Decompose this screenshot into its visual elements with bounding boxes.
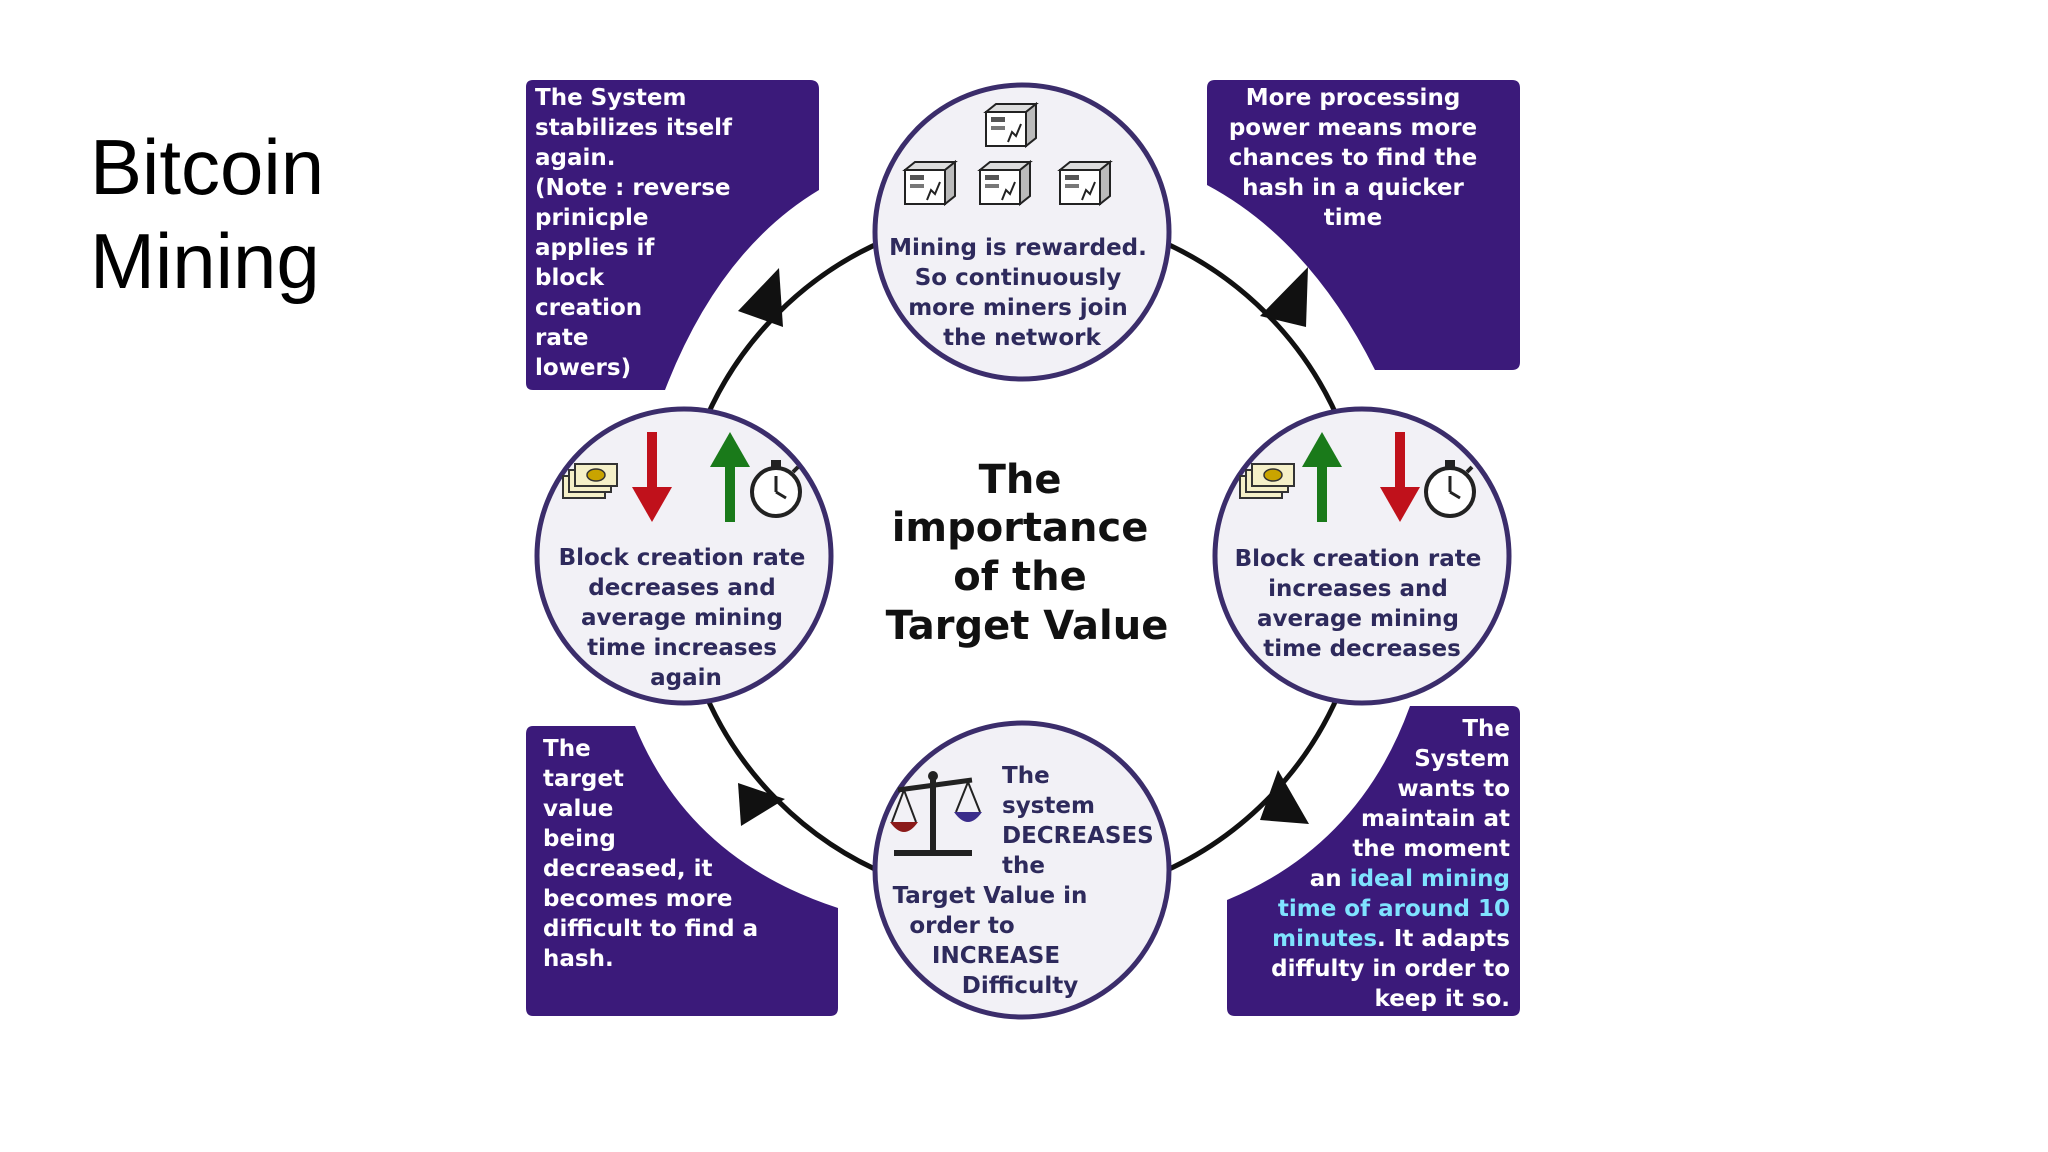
right-circle-text: Block creation rate increases and averag… <box>1235 546 1490 662</box>
up-arrow-icon <box>710 432 750 522</box>
top-circle-line: the network <box>943 325 1101 351</box>
bottom-circle-side-line: system <box>1002 793 1095 819</box>
bottom-circle-side-line: The <box>1002 763 1050 789</box>
bottom-circle <box>872 720 1172 1020</box>
right-circle-line: time decreases <box>1263 636 1461 662</box>
top-right-box <box>1207 80 1520 370</box>
server-icon <box>985 103 1037 147</box>
bottom-right-box-highlight: ideal mining time of around 10 minutes <box>1272 866 1510 952</box>
slide-title-line1: Bitcoin <box>90 123 325 211</box>
bottom-right-box <box>1227 706 1520 1016</box>
top-circle-line: more miners join <box>908 295 1128 321</box>
bottom-circle-line: Difficulty <box>962 973 1079 999</box>
money-stack-icon <box>562 463 618 499</box>
right-circle-line: average mining <box>1257 606 1459 632</box>
left-circle-line: average mining <box>581 605 783 631</box>
right-circle-line: increases and <box>1268 576 1448 602</box>
left-circle-line: Block creation rate <box>559 545 806 571</box>
balance-scale-icon <box>890 771 982 856</box>
top-circle-line: Mining is rewarded. <box>889 235 1147 261</box>
center-title-line: importance <box>892 505 1149 551</box>
bottom-circle-side-line: DECREASES <box>1002 823 1154 849</box>
right-circle-line: Block creation rate <box>1235 546 1482 572</box>
top-left-box <box>526 80 819 390</box>
down-arrow-icon <box>1380 432 1420 522</box>
cycle-arrow-top-right <box>1260 267 1308 327</box>
left-circle-text: Block creation rate decreases and averag… <box>559 545 814 691</box>
cycle-arrow-bottom-right <box>1260 770 1309 824</box>
bottom-circle-line: INCREASE <box>932 943 1060 969</box>
cycle-arrow-top-left <box>738 268 783 327</box>
bottom-left-box-text: The target value being decreased, it bec… <box>543 736 759 972</box>
center-title-line: The <box>979 457 1062 503</box>
bottom-circle-text: Target Value in order to INCREASE Diffic… <box>893 883 1096 999</box>
down-arrow-icon <box>632 432 672 522</box>
bottom-circle-line: order to <box>909 913 1014 939</box>
bottom-circle-side-line: the <box>1002 853 1045 879</box>
left-circle-line: time increases <box>587 635 777 661</box>
cycle-arrow-bottom-left <box>738 783 785 826</box>
bottom-circle-side-text: The system DECREASES the <box>1002 763 1162 879</box>
center-title: The importance of the Target Value <box>886 457 1169 649</box>
left-circle-line: decreases and <box>588 575 776 601</box>
left-circle-line: again <box>650 665 722 691</box>
top-right-box-text: More processing power means more chances… <box>1228 85 1478 231</box>
bottom-right-box-text: The System wants to maintain at the mome… <box>1228 714 1510 1014</box>
up-arrow-icon <box>1302 432 1342 522</box>
server-icon <box>1059 161 1111 205</box>
top-circle <box>872 82 1172 382</box>
server-icon <box>979 161 1031 205</box>
bottom-right-box-part1: The System wants to maintain at the mome… <box>1309 716 1510 892</box>
slide-title: Bitcoin Mining <box>90 120 324 308</box>
server-icon <box>904 161 956 205</box>
slide-title-line2: Mining <box>90 217 320 305</box>
center-title-line: Target Value <box>886 603 1169 649</box>
money-stack-icon <box>1239 463 1295 499</box>
center-title-line: of the <box>953 554 1087 600</box>
top-left-box-text: The System stabilizes itself again. (Not… <box>535 85 733 381</box>
bottom-right-box-part2: . It adapts diffulty in order to keep it… <box>1271 926 1510 1012</box>
top-circle-line: So continuously <box>915 265 1122 291</box>
bottom-left-box <box>526 726 838 1016</box>
top-circle-text: Mining is rewarded. So continuously more… <box>889 235 1155 351</box>
bottom-circle-line: Target Value in <box>893 883 1088 909</box>
